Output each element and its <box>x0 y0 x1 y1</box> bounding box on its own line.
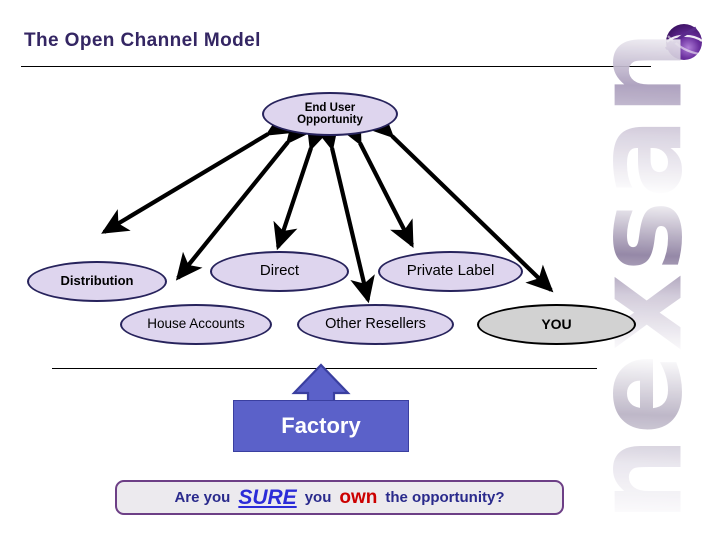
node-label: House Accounts <box>147 316 245 332</box>
node-label: Other Resellers <box>325 315 426 332</box>
node-other-resellers[interactable]: Other Resellers <box>297 304 454 345</box>
nexsan-sphere-logo-icon <box>659 18 707 66</box>
banner-emphasis-sure: SURE <box>238 485 297 509</box>
node-label: YOU <box>541 315 572 332</box>
factory-label: Factory <box>281 413 361 438</box>
node-label-line2: Opportunity <box>297 114 363 126</box>
node-label: Direct <box>259 262 300 280</box>
callout-banner: Are you SURE you own the opportunity? <box>115 480 564 515</box>
factory-box[interactable]: Factory <box>233 400 409 452</box>
factory-up-arrow-icon <box>291 363 351 405</box>
banner-part2: you <box>304 489 332 506</box>
node-private-label[interactable]: Private Label <box>378 251 523 292</box>
node-label-line1: End User <box>304 101 356 114</box>
title-divider <box>21 66 651 67</box>
banner-part1: Are you <box>174 489 231 506</box>
node-direct[interactable]: Direct <box>210 251 349 292</box>
page-title: The Open Channel Model <box>24 30 261 51</box>
banner-part3: the opportunity? <box>385 489 505 506</box>
node-house-accounts[interactable]: House Accounts <box>120 304 272 345</box>
banner-emphasis-own: own <box>339 486 378 508</box>
node-you[interactable]: YOU <box>477 304 636 345</box>
node-label: End User Opportunity <box>297 102 363 127</box>
node-label: Private Label <box>406 262 495 280</box>
node-end-user-opportunity[interactable]: End User Opportunity <box>262 92 398 136</box>
node-distribution[interactable]: Distribution <box>27 261 167 302</box>
node-label: Distribution <box>60 273 134 289</box>
